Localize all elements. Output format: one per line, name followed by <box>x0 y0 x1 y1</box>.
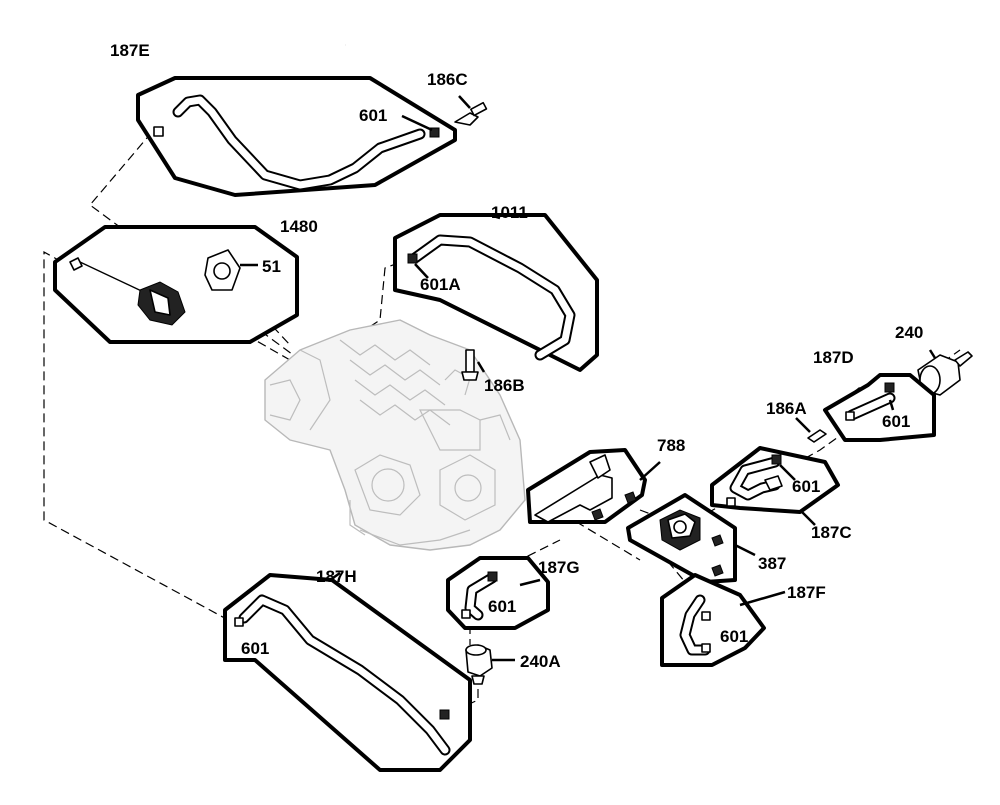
label-186b: 186B <box>484 376 525 395</box>
fitting-186c <box>454 95 488 126</box>
label-387: 387 <box>758 554 786 573</box>
hose-group-187f <box>660 573 786 667</box>
fuel-filter-240a <box>465 644 515 685</box>
label-601-187e: 601 <box>359 106 387 125</box>
hose-group-187d <box>823 373 936 442</box>
hose-group-187e <box>136 76 457 197</box>
label-187g: 187G <box>538 558 580 577</box>
label-601a: 601A <box>420 275 461 294</box>
hose-group-187c <box>710 446 840 526</box>
label-788: 788 <box>657 436 685 455</box>
label-51: 51 <box>262 257 281 276</box>
label-186a: 186A <box>766 399 807 418</box>
label-240a: 240A <box>520 652 561 671</box>
label-187h: 187H <box>316 567 357 586</box>
fitting-186b <box>461 349 486 381</box>
label-601-187d: 601 <box>882 412 910 431</box>
label-240: 240 <box>895 323 923 342</box>
label-1480: 1480 <box>280 217 318 236</box>
fuel-filter-240 <box>917 349 973 396</box>
hose-group-187g <box>446 556 550 630</box>
hose-group-1011 <box>393 213 599 372</box>
label-601-187g: 601 <box>488 597 516 616</box>
label-187e: 187E <box>110 41 150 60</box>
label-186c: 186C <box>427 70 468 89</box>
label-187f: 187F <box>787 583 826 602</box>
label-1011: 1011 <box>491 203 528 222</box>
fuel-pump-group-387 <box>626 493 756 584</box>
engine-block <box>264 319 526 551</box>
fitting-186a <box>795 417 827 443</box>
bracket-group-788 <box>526 448 661 524</box>
hose-group-187h <box>223 571 472 772</box>
label-187d: 187D <box>813 348 854 367</box>
callout-labels: 187E 186C 601 1480 51 1011 601A 186B 240… <box>110 41 923 671</box>
label-601-187h: 601 <box>241 639 269 658</box>
label-187c: 187C <box>811 523 852 542</box>
label-601-187c: 601 <box>792 477 820 496</box>
group-1480 <box>53 225 299 344</box>
label-601-187f: 601 <box>720 627 748 646</box>
